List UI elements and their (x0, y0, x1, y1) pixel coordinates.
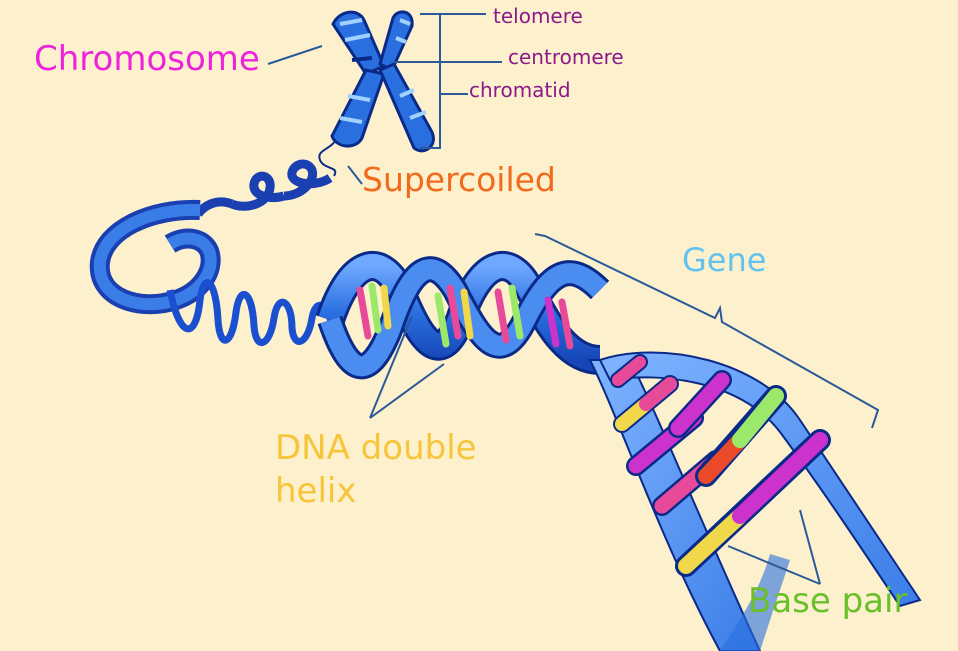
centromere-label: centromere (508, 45, 624, 69)
chromosome-label: Chromosome (34, 39, 260, 79)
chromosome-shape (330, 10, 435, 153)
dna-label-line-2: helix (275, 470, 357, 511)
gene-bracket (534, 233, 880, 429)
gene-label: Gene (682, 241, 767, 279)
large-coil (89, 199, 221, 315)
base-pairs (610, 354, 831, 577)
base-pair-leader-lines (727, 509, 821, 585)
chromosome-bracket (394, 13, 502, 149)
supercoil-connector (318, 139, 363, 185)
dna-leader-lines (369, 315, 445, 419)
chromatid-label: chromatid (469, 78, 571, 102)
tight-helix (166, 279, 336, 347)
base-pair-label: Base pair (748, 581, 908, 621)
dna-double-helix-label: DNA double helix (275, 427, 477, 512)
telomere-label: telomere (493, 4, 583, 28)
dna-double-helix (315, 251, 610, 380)
supercoiled-dna (194, 159, 333, 217)
supercoiled-label: Supercoiled (362, 160, 556, 199)
dna-label-line-1: DNA double (275, 428, 477, 468)
chromosome-leader-line (267, 45, 323, 65)
